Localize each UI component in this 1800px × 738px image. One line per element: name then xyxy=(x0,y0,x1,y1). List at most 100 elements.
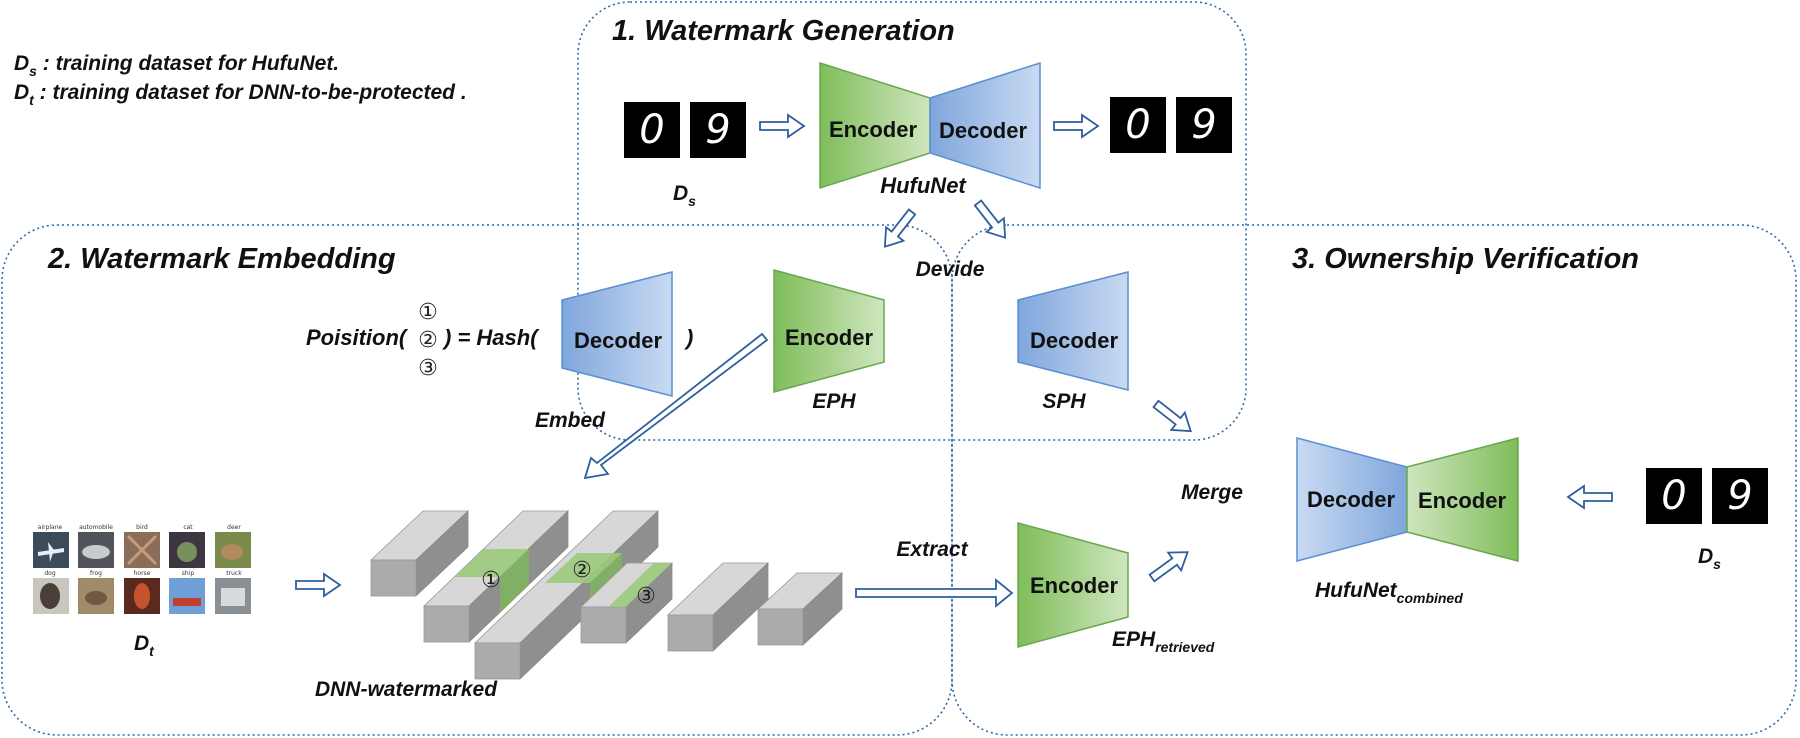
merge-label: Merge xyxy=(1181,481,1243,504)
block-2: ① xyxy=(423,510,569,643)
verification-input-label: Ds xyxy=(1698,545,1721,572)
digit-image xyxy=(1110,97,1166,153)
block-1 xyxy=(369,510,470,597)
hufunet-decoder xyxy=(929,61,1041,190)
digit-glyph: 0 xyxy=(1661,473,1686,519)
arrow-left xyxy=(1567,485,1613,509)
cat-shape xyxy=(177,542,197,562)
model-label: DNN-watermarked xyxy=(315,678,498,701)
arrow-right xyxy=(295,573,341,597)
eph-encoder xyxy=(773,269,885,393)
formula-decoder xyxy=(561,271,673,397)
retrieved-encoder-label: Encoder xyxy=(1030,573,1118,598)
arrow-right xyxy=(1053,114,1099,138)
digit-glyph: 9 xyxy=(705,107,730,153)
position-marker-3: ③ xyxy=(636,584,656,609)
legend-dt: Dt : training dataset for DNN-to-be-prot… xyxy=(14,81,467,108)
cifar-dataset: airplane automobile bird cat deer dog fr… xyxy=(33,524,251,614)
class-name: horse xyxy=(134,570,151,577)
hufunet-decoder-label: Decoder xyxy=(939,118,1027,143)
combined-label: HufuNetcombined xyxy=(1315,579,1463,606)
generation-input-digits: 0 9 xyxy=(624,102,746,158)
extract-label: Extract xyxy=(896,538,968,561)
class-name: bird xyxy=(136,524,148,531)
watermark-region-2 xyxy=(545,553,622,583)
generation-input-label: Ds xyxy=(673,182,696,209)
legend-ds: Ds : training dataset for HufuNet. xyxy=(14,52,339,79)
formula-close: ) xyxy=(684,325,693,350)
dataset-label: Dt xyxy=(134,632,155,659)
ship-shape xyxy=(173,598,201,606)
horse-shape xyxy=(134,583,150,609)
cifar-row-2: dog frog horse ship truck xyxy=(33,570,251,614)
class-name: deer xyxy=(227,524,241,531)
verification-input-digits: 0 9 xyxy=(1646,468,1768,524)
combined-decoder-label: Decoder xyxy=(1307,487,1395,512)
formula-circle-3: ③ xyxy=(418,356,438,381)
embed-label: Embed xyxy=(535,409,606,432)
sph-label: SPH xyxy=(1042,390,1086,413)
formula-circle-2: ② xyxy=(418,328,438,353)
combined-encoder-label: Encoder xyxy=(1418,488,1506,513)
class-name: dog xyxy=(44,570,55,577)
dog-shape xyxy=(40,583,60,609)
generation-section-border xyxy=(577,1,1247,441)
arrow-right xyxy=(759,114,805,138)
divide-label: Devide xyxy=(916,258,985,281)
digit-image xyxy=(1646,468,1702,524)
block-6 xyxy=(756,572,844,646)
verification-title: 3. Ownership Verification xyxy=(1292,243,1639,275)
dnn-watermarked-model: ① ② ③ xyxy=(369,510,844,680)
class-name: cat xyxy=(183,524,193,531)
eph-encoder-label: Encoder xyxy=(785,325,873,350)
retrieved-encoder xyxy=(1017,522,1129,648)
class-name: automobile xyxy=(79,524,113,531)
digit-image xyxy=(1712,468,1768,524)
digit-glyph: 9 xyxy=(1191,102,1216,148)
thumb-ship xyxy=(169,578,205,614)
arrow-divide-left xyxy=(875,204,922,255)
combined-encoder xyxy=(1406,437,1519,562)
digit-image xyxy=(624,102,680,158)
truck-shape xyxy=(221,588,245,606)
deer-shape xyxy=(221,544,243,560)
arrow-merge-bottom xyxy=(1144,542,1195,588)
digit-glyph: 0 xyxy=(639,107,664,153)
class-name: truck xyxy=(226,570,242,577)
arrow-embed xyxy=(583,332,769,480)
generation-title: 1. Watermark Generation xyxy=(612,15,955,47)
generation-output-digits: 0 9 xyxy=(1110,97,1232,153)
digit-glyph: 9 xyxy=(1727,473,1752,519)
digit-image xyxy=(690,102,746,158)
block-5 xyxy=(666,562,770,652)
position-marker-1: ① xyxy=(481,568,501,593)
class-name: ship xyxy=(182,570,195,577)
sph-decoder xyxy=(1017,271,1129,391)
airplane-shape xyxy=(38,542,64,562)
class-name: frog xyxy=(90,570,102,577)
sph-decoder-label: Decoder xyxy=(1030,328,1118,353)
watermark-region-1 xyxy=(455,549,529,577)
digit-glyph: 0 xyxy=(1125,102,1150,148)
formula-right: ) = Hash( xyxy=(442,325,540,350)
verification-section-border xyxy=(951,224,1797,736)
formula-decoder-label: Decoder xyxy=(574,328,662,353)
arrow-merge-top xyxy=(1148,394,1199,441)
embedding-title: 2. Watermark Embedding xyxy=(47,243,396,275)
class-name: airplane xyxy=(38,524,63,531)
block-4: ③ xyxy=(580,562,673,644)
hufunet-label: HufuNet xyxy=(880,173,967,198)
hufunet-encoder-label: Encoder xyxy=(829,117,917,142)
eph-label: EPH xyxy=(812,390,856,413)
bird-shape xyxy=(126,534,158,566)
watermark-region-3 xyxy=(608,563,672,607)
arrow-divide-right xyxy=(968,195,1015,246)
car-shape xyxy=(82,545,110,559)
formula-left: Poisition( xyxy=(306,325,409,350)
formula-circle-1: ① xyxy=(418,300,438,325)
frog-shape xyxy=(85,591,107,605)
digit-image xyxy=(1176,97,1232,153)
block-3: ② xyxy=(474,510,659,680)
arrow-extract xyxy=(855,578,1014,608)
